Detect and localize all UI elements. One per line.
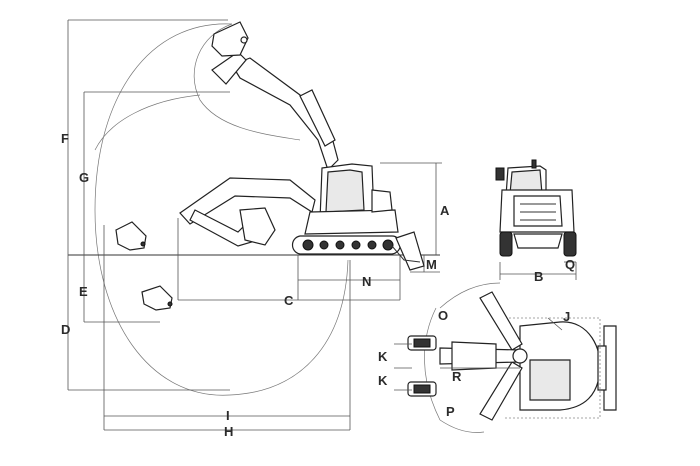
excavator-front-view <box>495 159 577 257</box>
label-M: M <box>426 257 437 272</box>
excavator-side-view <box>179 21 425 271</box>
label-C: C <box>284 293 294 308</box>
label-N: N <box>362 274 371 289</box>
label-B: B <box>534 269 543 284</box>
label-D: D <box>61 322 70 337</box>
label-E: E <box>79 284 88 299</box>
label-P: P <box>446 404 455 419</box>
dimension-lines-right <box>380 162 442 273</box>
dimension-lines-bottom <box>104 255 401 431</box>
label-K-upper: K <box>378 349 388 364</box>
excavator-top-view <box>407 282 617 433</box>
label-A: A <box>440 203 450 218</box>
label-J: J <box>563 309 570 324</box>
label-H: H <box>224 424 233 439</box>
label-F: F <box>61 131 69 146</box>
bucket-reach-positions <box>115 221 173 311</box>
dimension-labels: F G E D C N I H A M B Q O J K K R P <box>61 131 575 439</box>
label-I: I <box>226 408 230 423</box>
label-Q: Q <box>565 257 575 272</box>
dimension-lines-front <box>499 261 577 280</box>
label-K-lower: K <box>378 373 388 388</box>
dimension-lines-left <box>67 19 230 430</box>
label-O: O <box>438 308 448 323</box>
label-G: G <box>79 170 89 185</box>
working-range-envelope <box>94 23 349 396</box>
label-R: R <box>452 369 462 384</box>
dimension-lines-top <box>394 317 563 391</box>
